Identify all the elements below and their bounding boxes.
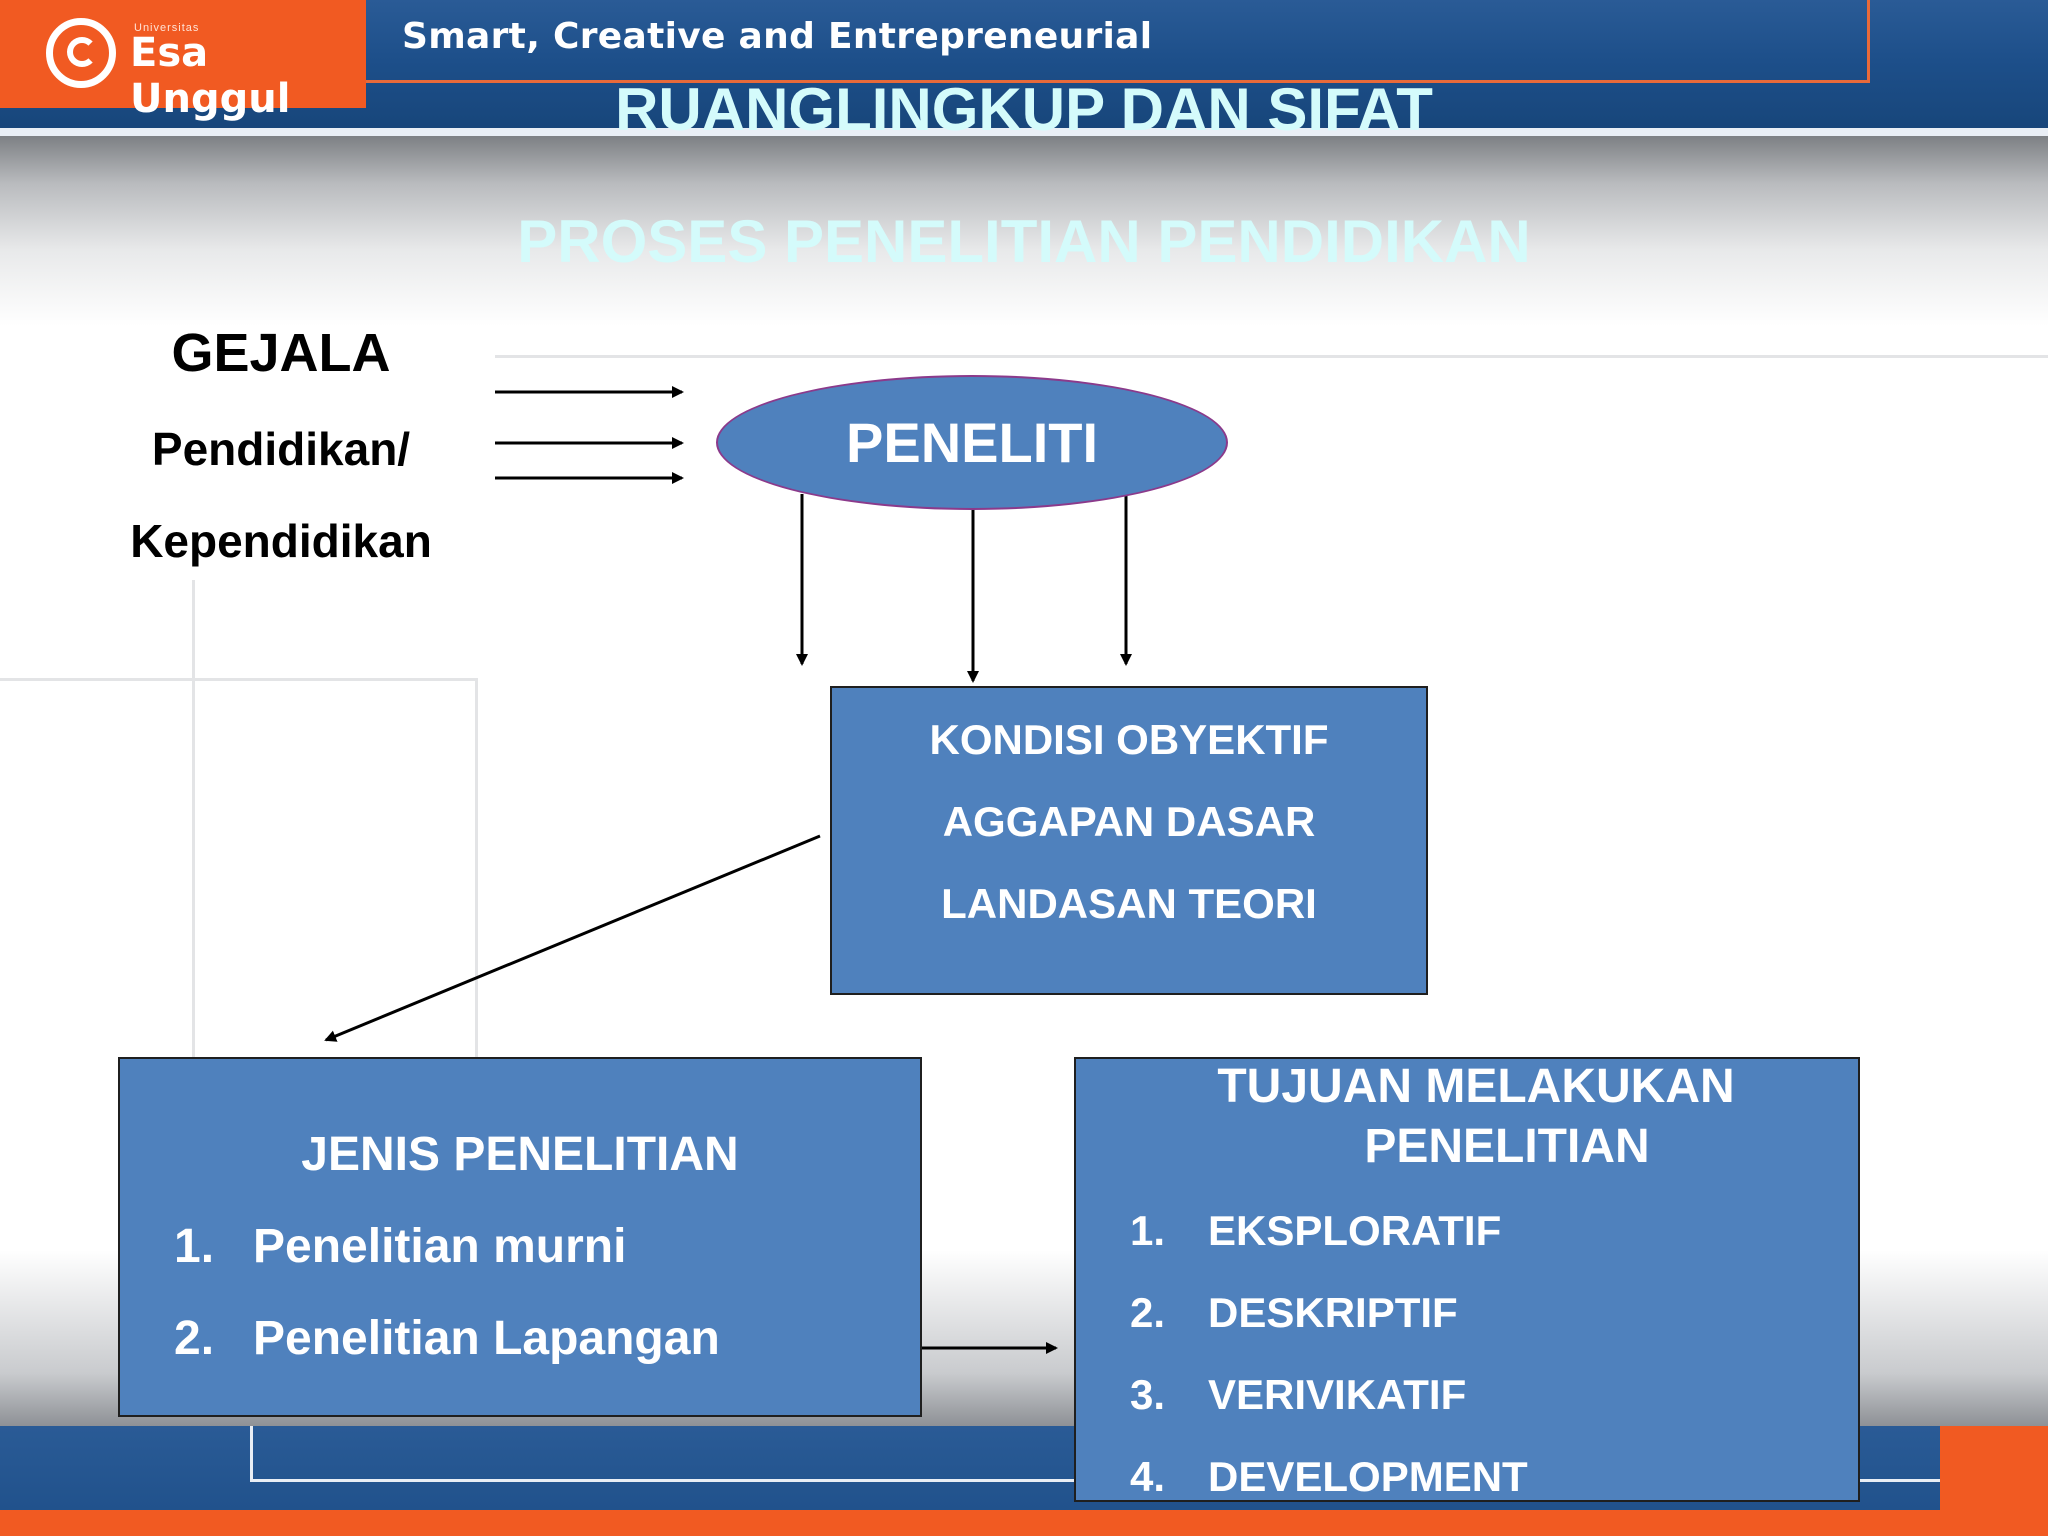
tujuan-item-number: 1.	[1130, 1207, 1166, 1254]
tujuan-item: EKSPLORATIF	[1208, 1207, 1502, 1254]
header-divider	[366, 80, 1870, 83]
tujuan-item: DESKRIPTIF	[1208, 1289, 1458, 1336]
logo-small-text: Universitas	[134, 22, 200, 34]
tujuan-item-number: 4.	[1130, 1453, 1166, 1500]
tujuan-item: DEVELOPMENT	[1208, 1453, 1528, 1500]
header-stripe	[0, 128, 2048, 136]
jenis-item: Penelitian Lapangan	[253, 1312, 720, 1365]
tujuan-item: VERIVIKATIF	[1208, 1371, 1467, 1418]
tujuan-item-number: 2.	[1130, 1289, 1166, 1336]
arrow-kondisi-jenis	[324, 834, 821, 1042]
tujuan-item-number: 3.	[1130, 1371, 1166, 1418]
jenis-item: Penelitian murni	[253, 1220, 627, 1273]
header-shadow	[0, 136, 2048, 326]
peneliti-label: PENELITI	[845, 411, 1099, 474]
logo-text: Esa Unggul	[130, 30, 291, 122]
jenis-heading: JENIS PENELITIAN	[301, 1128, 739, 1181]
kondisi-item: AGGAPAN DASAR	[942, 798, 1316, 845]
logo-icon	[46, 18, 116, 88]
background-line	[192, 580, 195, 1080]
gejala-sub-label: Pendidikan/	[151, 423, 411, 475]
slide-subtitle: PROSES PENELITIAN PENDIDIKAN	[517, 208, 1531, 275]
jenis-item-number: 1.	[174, 1220, 215, 1273]
gejala-label: GEJALA	[171, 323, 391, 383]
logo: Universitas Esa Unggul	[0, 0, 366, 122]
gejala-sub-label: Kependidikan	[130, 515, 432, 567]
kondisi-box: KONDISI OBYEKTIF AGGAPAN DASAR LANDASAN …	[830, 686, 1428, 995]
footer-orange-strip	[0, 1510, 2048, 1536]
jenis-item-number: 2.	[174, 1312, 215, 1365]
kondisi-item: KONDISI OBYEKTIF	[929, 716, 1329, 763]
peneliti-node: PENELITI	[716, 375, 1228, 510]
tagline: Smart, Creative and Entrepreneurial	[402, 16, 1153, 57]
background-line	[0, 678, 478, 681]
background-line	[475, 678, 478, 1058]
footer-orange-block	[1940, 1426, 2048, 1536]
kondisi-item: LANDASAN TEORI	[941, 880, 1317, 927]
tujuan-heading: TUJUAN MELAKUKAN	[1217, 1060, 1735, 1113]
tujuan-heading: PENELITIAN	[1364, 1120, 1650, 1173]
tujuan-penelitian-box: TUJUAN MELAKUKAN PENELITIAN 1. EKSPLORAT…	[1074, 1057, 1860, 1502]
slide-title: RUANGLINGKUP DAN SIFAT	[615, 76, 1433, 143]
jenis-penelitian-box: JENIS PENELITIAN 1. Penelitian murni 2. …	[118, 1057, 922, 1417]
header-divider-end	[1867, 0, 1870, 83]
background-line	[495, 355, 2048, 358]
